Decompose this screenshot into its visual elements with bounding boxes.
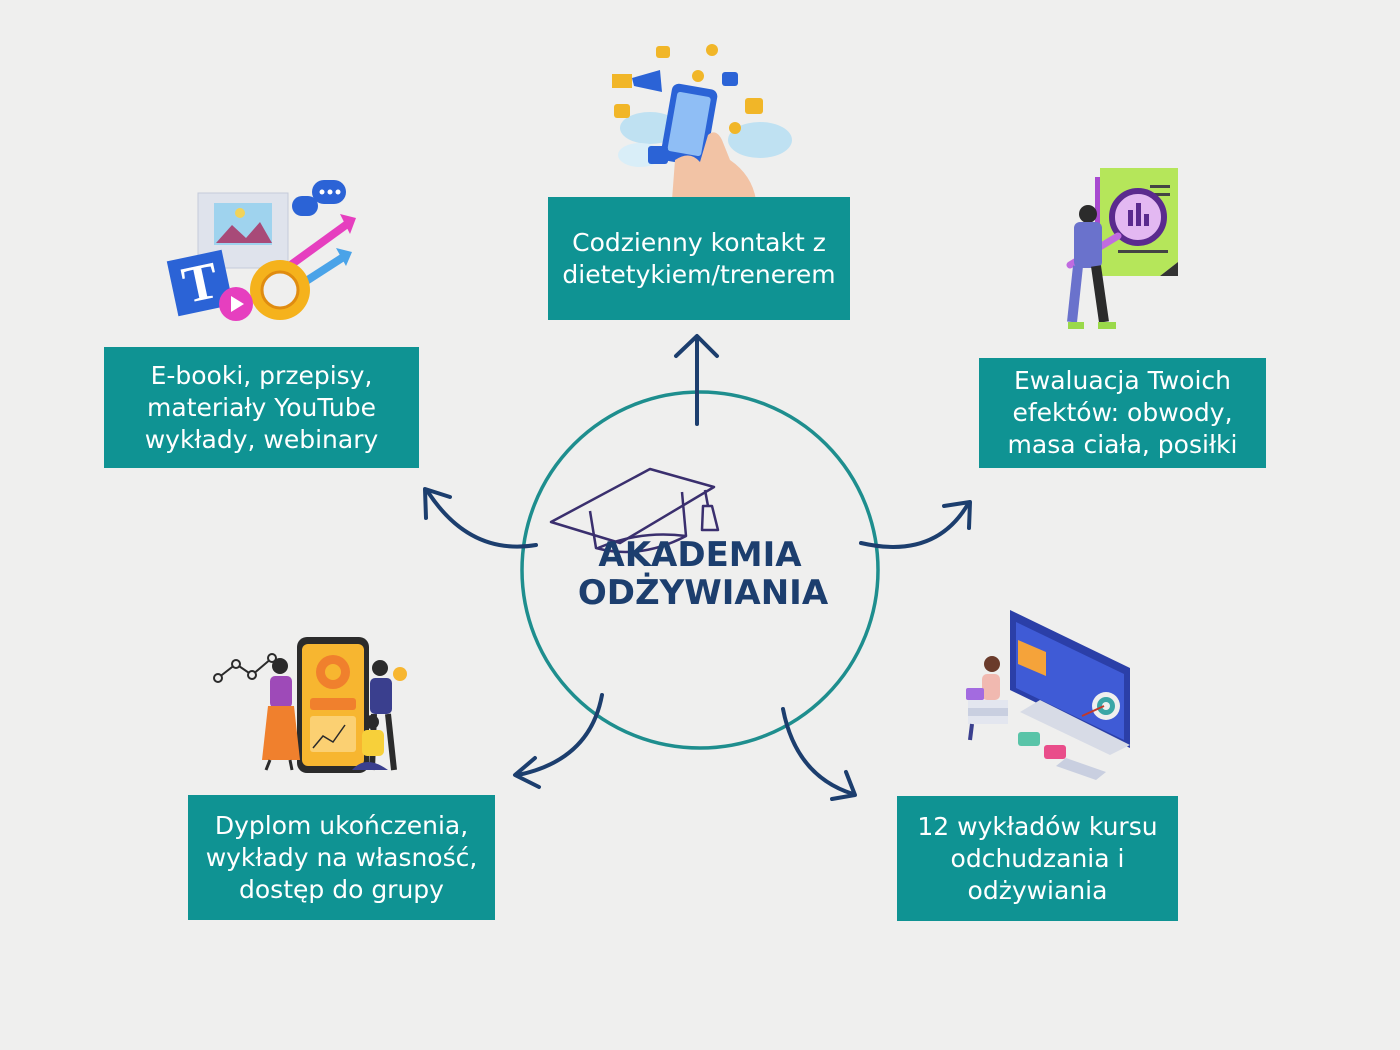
node-text-line: Dyplom ukończenia, [214,810,469,840]
arrow-to-bottom-right [781,707,855,796]
graduation-cap-icon [549,467,720,554]
center-title-line-2: ODŻYWIANIA [577,573,829,613]
node-text-line: odchudzania i [950,843,1125,873]
node-text-line: dietetykiem/trenerem [562,259,836,289]
node-text-line: efektów: obwody, [1012,398,1233,427]
node-text-line: materiały YouTube [147,392,376,422]
evaluation-report-illustration [1066,168,1178,329]
node-text-line: Ewaluacja Twoich [1013,366,1232,395]
node-text-line: 12 wykładów kursu [917,811,1158,841]
refer-a-friend-phone-illustration [612,44,792,200]
node-text-line: Codzienny kontakt z [572,227,826,257]
node-text-line: E-booki, przepisy, [150,360,373,390]
node-materials: E-booki, przepisy, materiały YouTube wyk… [104,347,419,468]
node-text-line: masa ciała, posiłki [1007,430,1238,459]
dashboard-phone-illustration [213,637,407,773]
arrows [423,334,972,801]
node-text-line: odżywiania [967,875,1108,905]
arrow-to-right [859,502,970,549]
node-text-line: dostęp do grupy [239,874,444,904]
node-daily-contact: Codzienny kontakt z dietetykiem/trenerem [548,197,850,320]
online-course-illustration [966,610,1130,780]
arrow-to-left [426,490,538,549]
center-circle [520,390,880,750]
node-text-line: wykłady, webinary [144,424,379,454]
content-growth-illustration: T [166,180,356,321]
arrow-to-bottom-left [516,693,604,777]
node-diploma: Dyplom ukończenia, wykłady na własność, … [188,795,495,920]
node-lectures: 12 wykładów kursu odchudzania i odżywian… [897,796,1178,921]
node-text-line: wykłady na własność, [205,842,478,872]
node-evaluation: Ewaluacja Twoich efektów: obwody, masa c… [979,358,1266,468]
center-title-line-1: AKADEMIA [598,535,802,575]
